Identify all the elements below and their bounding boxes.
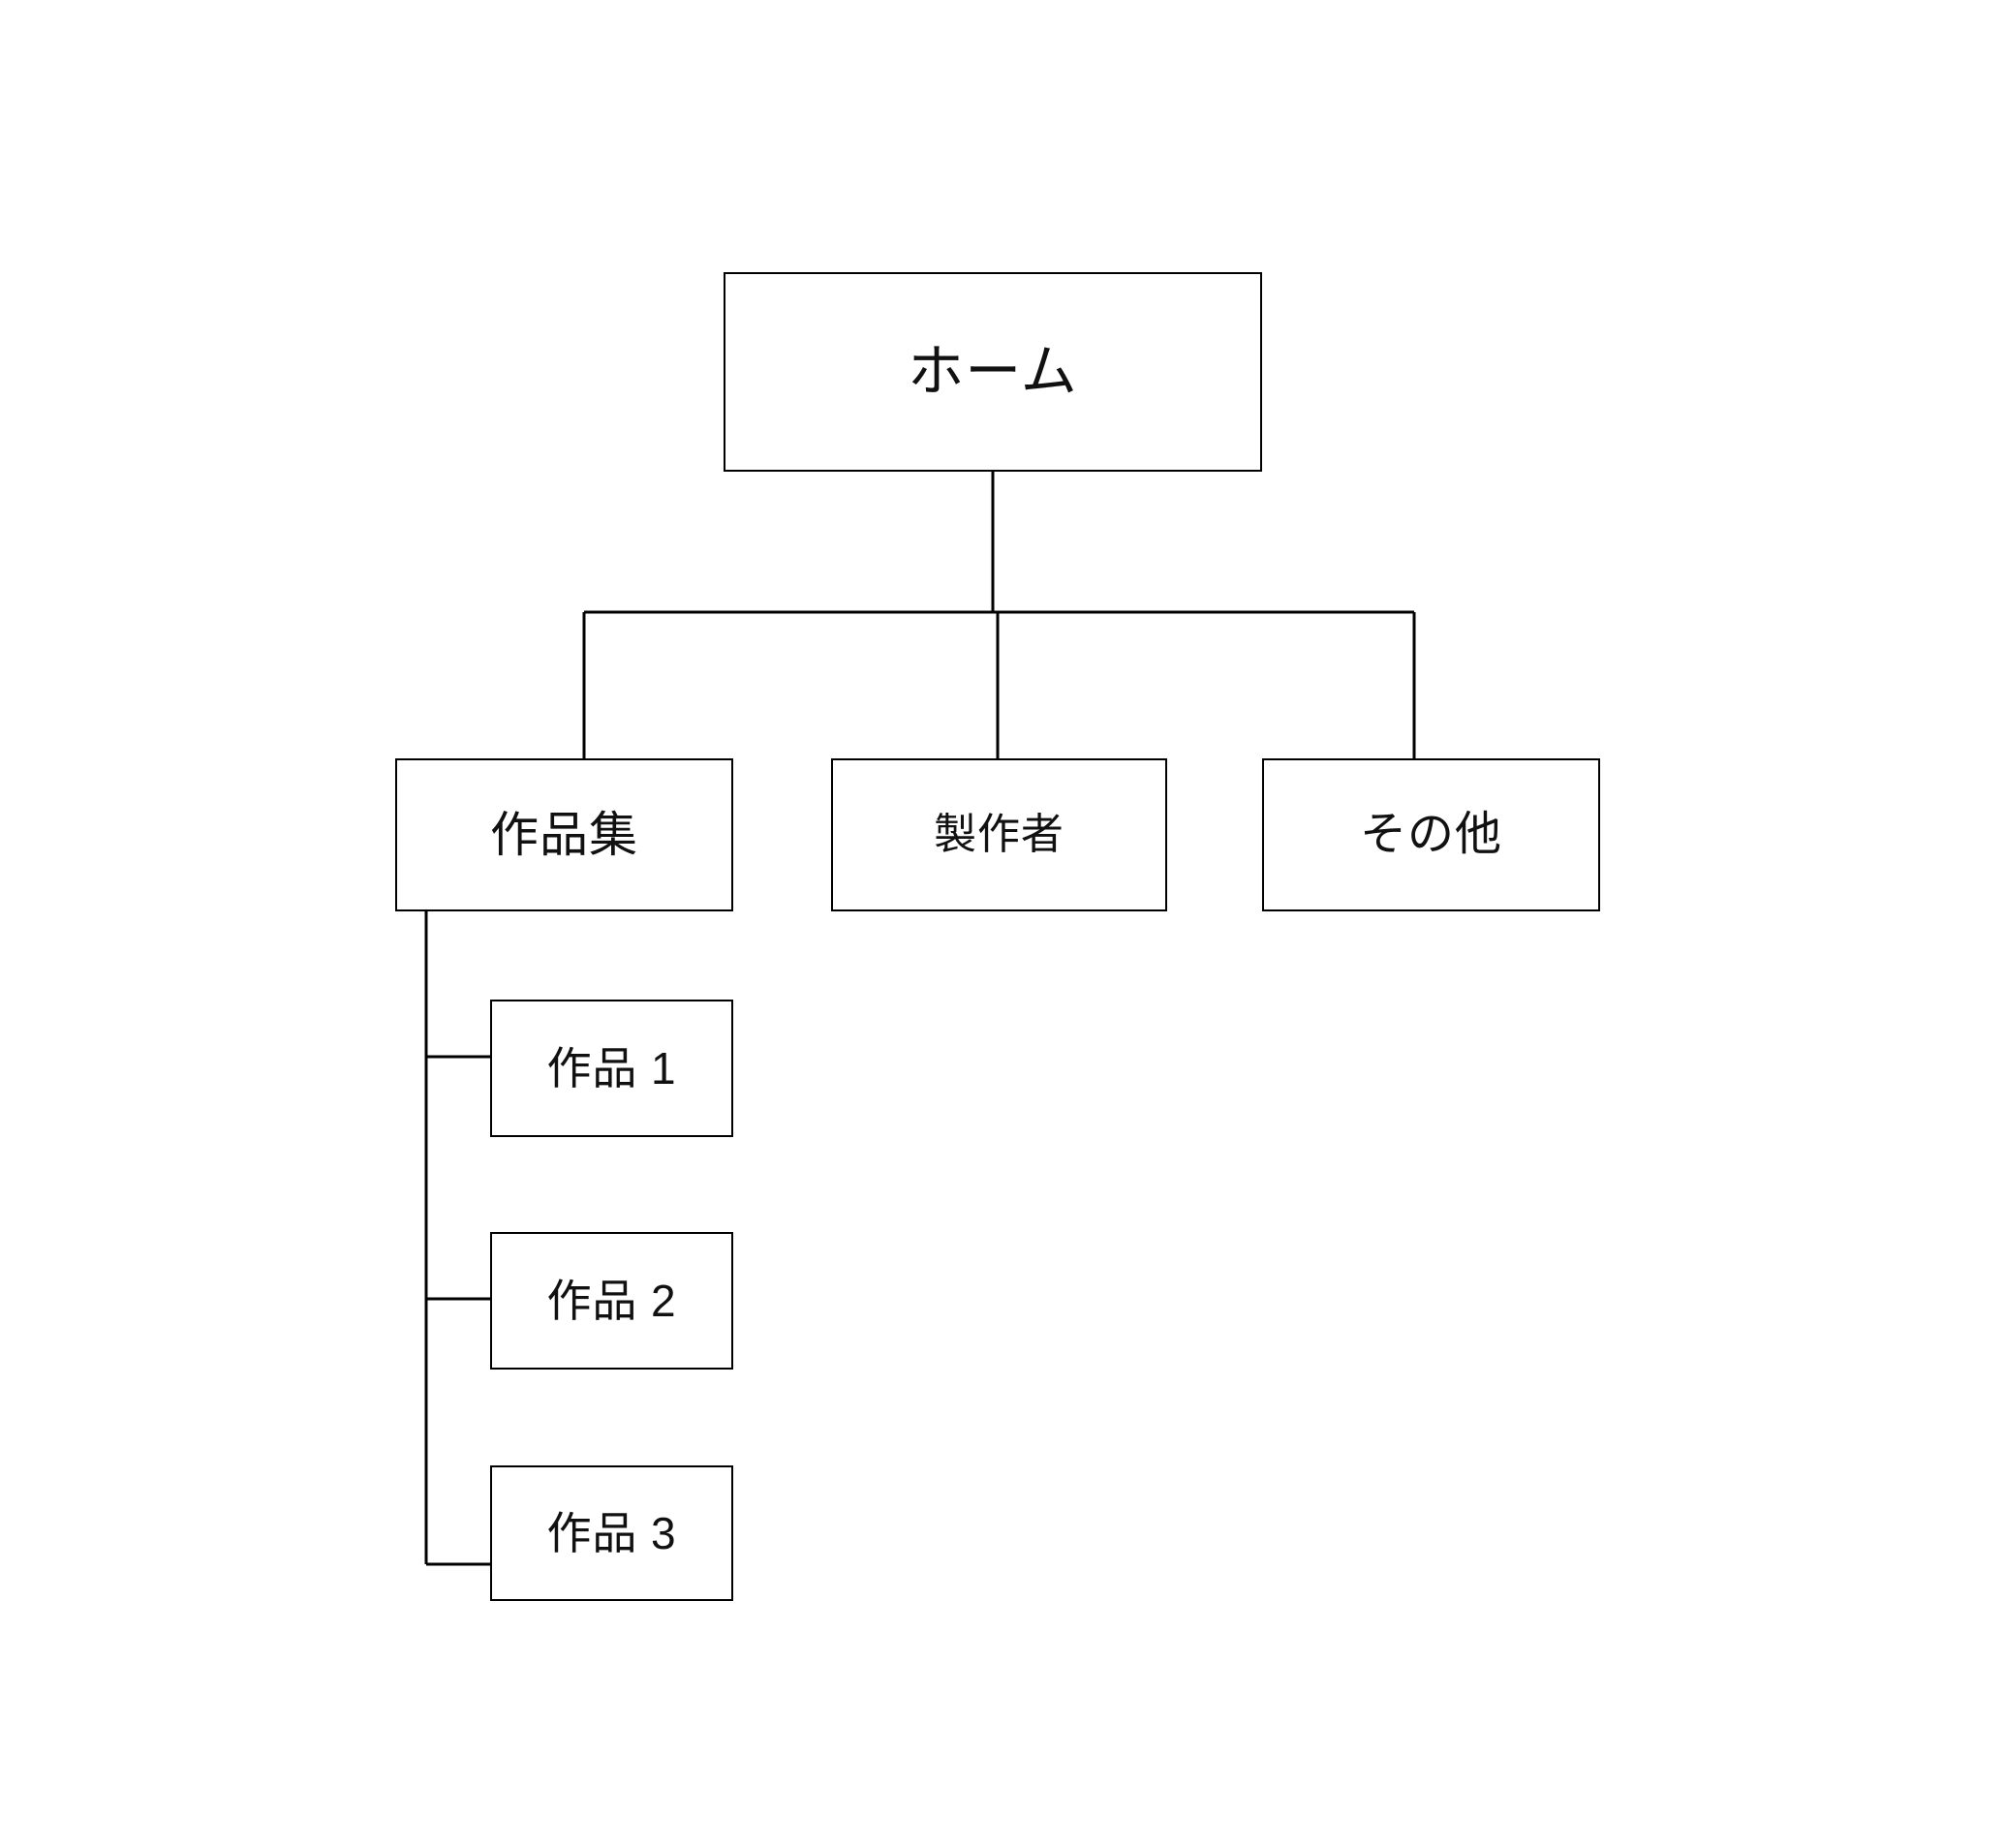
node-works[interactable]: 作品集 (395, 758, 733, 911)
node-creator-label: 製作者 (934, 810, 1064, 858)
node-home[interactable]: ホーム (724, 272, 1262, 472)
node-work-3[interactable]: 作品 3 (490, 1465, 733, 1601)
node-other[interactable]: その他 (1262, 758, 1600, 911)
node-creator[interactable]: 製作者 (831, 758, 1167, 911)
node-works-label: 作品集 (490, 807, 638, 862)
node-work-2-label: 作品 2 (546, 1275, 677, 1326)
node-work-1-label: 作品 1 (546, 1042, 677, 1093)
node-work-1[interactable]: 作品 1 (490, 1000, 733, 1137)
node-home-label: ホーム (908, 340, 1078, 404)
node-work-3-label: 作品 3 (546, 1507, 677, 1558)
node-other-label: その他 (1360, 808, 1502, 860)
node-work-2[interactable]: 作品 2 (490, 1232, 733, 1370)
